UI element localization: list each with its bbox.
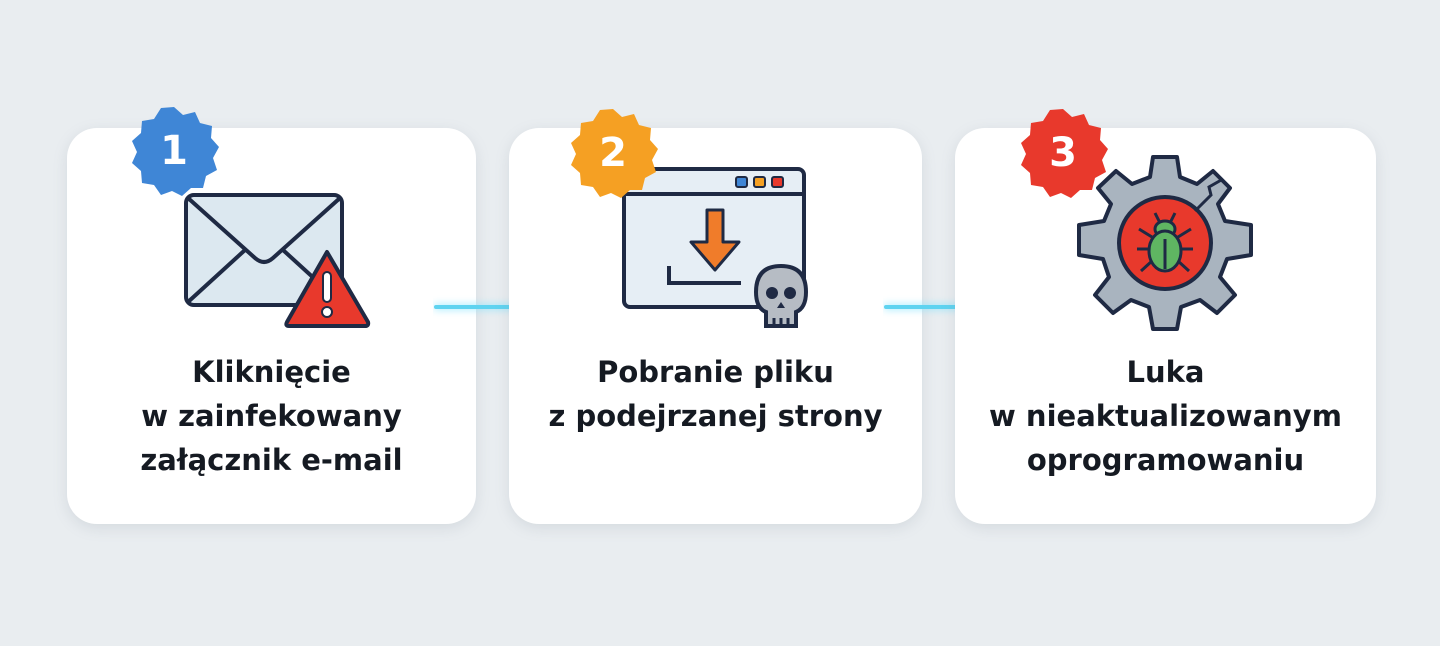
- step-1-line-2: w zainfekowany: [141, 399, 402, 433]
- step-3-line-1: Luka: [1126, 355, 1205, 389]
- step-number-3: 3: [1049, 130, 1077, 176]
- step-1-label: Kliknięcie w zainfekowany załącznik e-ma…: [67, 350, 476, 482]
- step-badge-1: 1: [128, 105, 220, 197]
- step-3-label: Luka w nieaktualizowanym oprogramowaniu: [955, 350, 1376, 482]
- step-1-line-3: załącznik e-mail: [140, 443, 403, 477]
- step-card-2: Pobranie pliku z podejrzanej strony: [509, 128, 922, 524]
- envelope-warning-icon: [184, 193, 371, 328]
- browser-download-skull-icon: [622, 167, 809, 328]
- step-badge-2: 2: [567, 107, 659, 199]
- step-1-line-1: Kliknięcie: [192, 355, 351, 389]
- step-2-label: Pobranie pliku z podejrzanej strony: [509, 350, 922, 438]
- step-card-1: Kliknięcie w zainfekowany załącznik e-ma…: [67, 128, 476, 524]
- gear-bug-icon: [1077, 155, 1253, 331]
- step-badge-3: 3: [1017, 107, 1109, 199]
- step-3-line-3: oprogramowaniu: [1026, 443, 1305, 477]
- step-3-line-2: w nieaktualizowanym: [989, 399, 1342, 433]
- step-2-line-1: Pobranie pliku: [597, 355, 834, 389]
- step-number-2: 2: [599, 130, 627, 176]
- step-number-1: 1: [160, 128, 188, 174]
- step-2-line-2: z podejrzanej strony: [548, 399, 883, 433]
- step-card-3: Luka w nieaktualizowanym oprogramowaniu: [955, 128, 1376, 524]
